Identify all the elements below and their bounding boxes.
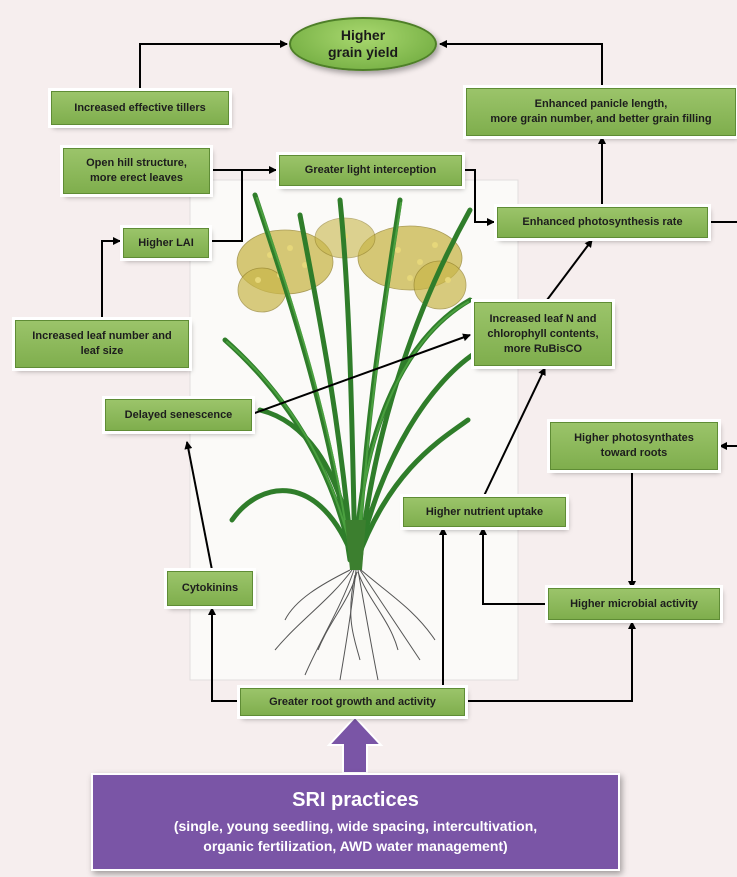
higher-grain-yield-node: Higher grain yield: [289, 17, 437, 71]
sri-practices-box: SRI practices (single, young seedling, w…: [91, 773, 620, 871]
higher-lai-box: Higher LAI: [123, 228, 209, 258]
higher-photosynthates-label: Higher photosynthates toward roots: [574, 432, 694, 459]
sri-practices-details: (single, young seedling, wide spacing, i…: [173, 818, 538, 854]
delayed-senescence-label: Delayed senescence: [124, 408, 233, 421]
increased-effective-tillers-label: Increased effective tillers: [74, 101, 206, 114]
open-hill-structure-box: Open hill structure, more erect leaves: [63, 148, 210, 194]
higher-lai-label: Higher LAI: [138, 236, 194, 249]
higher-microbial-activity-label: Higher microbial activity: [570, 597, 698, 610]
sri-practices-title: SRI practices: [292, 789, 419, 811]
higher-nutrient-uptake-box: Higher nutrient uptake: [403, 497, 566, 527]
rice-plant-illustration: [222, 192, 483, 681]
enhanced-panicle-length-box: Enhanced panicle length, more grain numb…: [466, 88, 736, 136]
open-hill-structure-label: Open hill structure, more erect leaves: [86, 157, 187, 184]
increased-leaf-n-label: Increased leaf N and chlorophyll content…: [487, 312, 599, 355]
enhanced-photosynthesis-rate-label: Enhanced photosynthesis rate: [522, 216, 683, 228]
delayed-senescence-box: Delayed senescence: [105, 399, 252, 431]
enhanced-panicle-length-label: Enhanced panicle length, more grain numb…: [490, 98, 712, 125]
greater-light-interception-box: Greater light interception: [279, 155, 462, 186]
increased-effective-tillers-box: Increased effective tillers: [51, 91, 229, 125]
greater-root-growth-label: Greater root growth and activity: [269, 695, 436, 708]
sri-up-arrow: [326, 715, 384, 774]
greater-root-growth-box: Greater root growth and activity: [240, 688, 465, 716]
enhanced-photosynthesis-rate-box: Enhanced photosynthesis rate: [497, 207, 708, 238]
cytokinins-box: Cytokinins: [167, 571, 253, 606]
higher-microbial-activity-box: Higher microbial activity: [548, 588, 720, 620]
increased-leaf-n-box: Increased leaf N and chlorophyll content…: [474, 302, 612, 366]
higher-nutrient-uptake-label: Higher nutrient uptake: [425, 505, 544, 518]
greater-light-interception-label: Greater light interception: [304, 164, 437, 176]
increased-leaf-number-label: Increased leaf number and leaf size: [32, 330, 172, 357]
increased-leaf-number-box: Increased leaf number and leaf size: [15, 320, 189, 368]
cytokinins-label: Cytokinins: [181, 582, 239, 594]
higher-photosynthates-box: Higher photosynthates toward roots: [550, 422, 718, 470]
